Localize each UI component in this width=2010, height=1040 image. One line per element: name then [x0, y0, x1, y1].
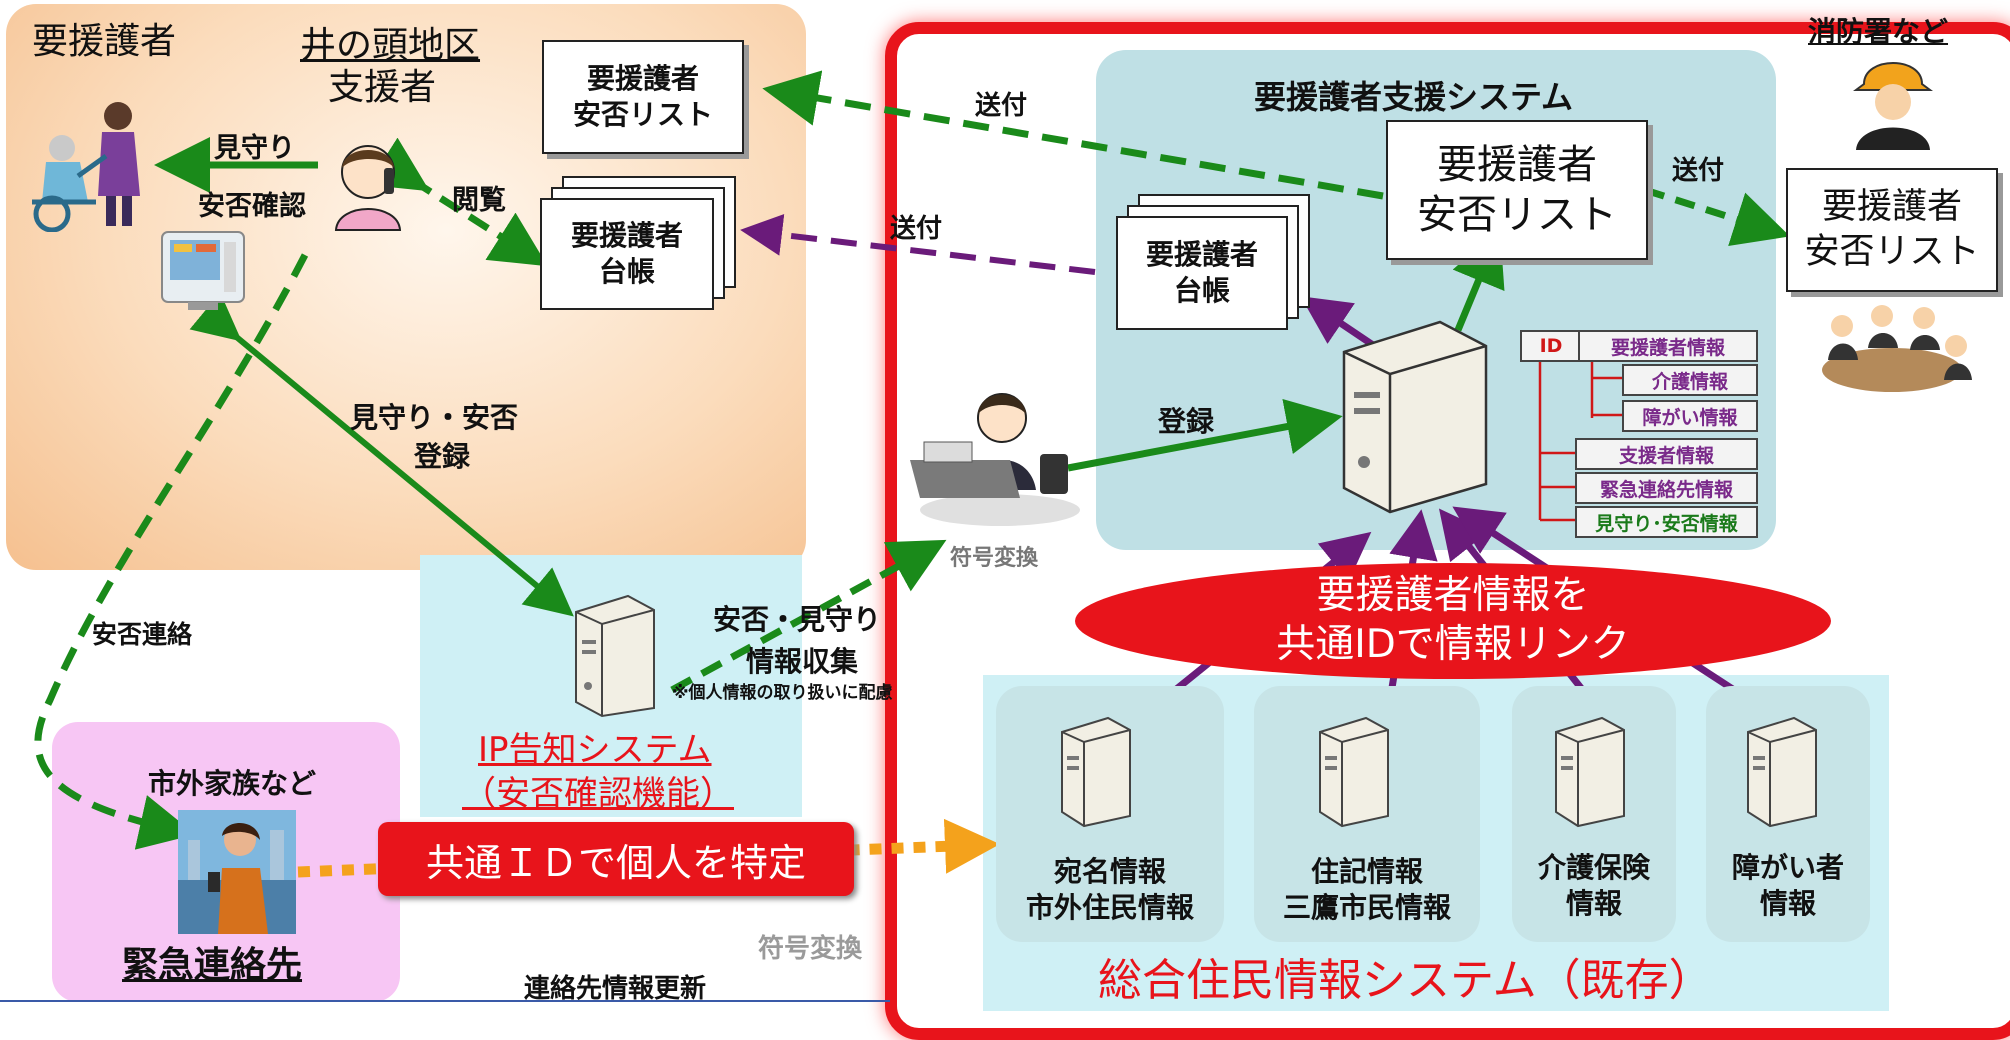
- touroku-left-label: 登録: [414, 440, 471, 473]
- resident-server-label-3: 介護保険 情報: [1512, 850, 1676, 923]
- resident-server-3-line2: 情報: [1565, 887, 1622, 921]
- common-id-banner: 共通ＩＤで個人を特定: [378, 822, 854, 896]
- resident-server-1-line2: 市外住民情報: [1025, 891, 1194, 925]
- family-label: 市外家族など: [148, 767, 317, 800]
- left-anpi-list-line1: 要援護者: [586, 61, 699, 95]
- resident-server-icon-1: [1061, 716, 1131, 828]
- resident-server-label-2: 住記情報 三鷹市民情報: [1254, 854, 1480, 927]
- resident-server-2-line2: 三鷹市民情報: [1282, 891, 1451, 925]
- left-ledger-doc: 要援護者 台帳: [540, 176, 740, 316]
- resident-server-2-line1: 住記情報: [1310, 855, 1423, 888]
- tree-item-5: 見守り･安否情報: [1575, 506, 1758, 538]
- district-title: 井の頭地区: [300, 25, 481, 66]
- resident-server-label-1: 宛名情報 市外住民情報: [996, 854, 1224, 927]
- server-to-list-arrow: [1452, 228, 1505, 332]
- left-ledger-line2: 台帳: [598, 255, 655, 288]
- meeting-people-icon: [1822, 305, 1972, 392]
- fire-anpi-list-line2: 安否リスト: [1804, 232, 1980, 272]
- sofu-left-arrow: [762, 70, 1384, 200]
- renrakusaki-koushin: 連絡先情報更新: [524, 974, 707, 1004]
- center-ledger-line1: 要援護者: [1145, 237, 1258, 271]
- resident-server-icon-3: [1555, 716, 1625, 828]
- supporter-phone-icon: [334, 145, 402, 231]
- left-anpi-list-doc: 要援護者 安否リスト: [542, 40, 744, 154]
- center-ledger-doc: 要援護者 台帳: [1116, 194, 1316, 344]
- sofu-right-arrow: [1643, 186, 1791, 247]
- left-anpi-list-line2: 安否リスト: [572, 98, 713, 131]
- link-oval-line2: 共通IDで情報リンク: [1276, 622, 1630, 667]
- ip-system-name-line1: IP告知システム: [478, 730, 712, 770]
- family-person-photo-icon: [178, 810, 296, 934]
- ip-server-icon: [575, 594, 655, 718]
- fugou-henkan-top: 符号変換: [950, 546, 1039, 571]
- fire-dept-title: 消防署など: [1808, 15, 1949, 48]
- etsuran-label: 閲覧: [452, 185, 506, 216]
- link-oval-line1: 要援護者情報を: [1316, 573, 1590, 619]
- office-worker-icon: [910, 393, 1080, 526]
- tree-item-3: 支援者情報: [1575, 438, 1758, 470]
- id-cell: ID: [1520, 330, 1582, 362]
- privacy-note: ※個人情報の取り扱いに配慮: [672, 683, 893, 703]
- fire-anpi-list-line1: 要援護者: [1821, 186, 1962, 227]
- anpi-renraku-label: 安否連絡: [92, 620, 193, 649]
- tree-item-1: 介護情報: [1622, 364, 1758, 396]
- bottom-rule: [0, 1000, 890, 1002]
- central-server-icon: [1342, 320, 1488, 514]
- resident-server-icon-2: [1319, 716, 1389, 828]
- mimamori-label: 見守り: [214, 133, 295, 164]
- resident-server-1-line1: 宛名情報: [1053, 855, 1166, 888]
- collect-line2: 情報収集: [746, 645, 859, 678]
- common-id-text: 共通ＩＤで個人を特定: [425, 840, 806, 885]
- resident-server-4-line1: 障がい者: [1731, 851, 1844, 884]
- anpi-kakunin-label: 安否確認: [198, 191, 306, 222]
- resident-system-title: 総合住民情報システム（既存）: [1098, 955, 1713, 1006]
- resident-server-label-4: 障がい者 情報: [1706, 850, 1870, 923]
- sofu-purple-arrow: [740, 213, 1096, 275]
- emergency-title: 緊急連絡先: [122, 945, 303, 986]
- sofu-right-label: 送付: [1672, 156, 1725, 186]
- tree-item-2: 障がい情報: [1622, 400, 1758, 432]
- anpi-renraku-arrow: [34, 253, 309, 850]
- touroku-label: 登録: [1158, 405, 1215, 438]
- center-anpi-list-doc: 要援護者 安否リスト: [1386, 120, 1648, 260]
- resident-server-4-line2: 情報: [1759, 887, 1816, 921]
- support-system-title: 要援護者支援システム: [1254, 78, 1574, 116]
- id-tree-lines: [1538, 360, 1622, 522]
- center-ledger-line2: 台帳: [1173, 274, 1230, 307]
- server-to-ledger-arrow: [1300, 296, 1375, 348]
- resident-server-icon-4: [1747, 716, 1817, 828]
- tablet-device-icon: [161, 231, 245, 310]
- collect-arrow: [670, 539, 947, 694]
- ip-system-name-line2: （安否確認機能）: [462, 774, 734, 814]
- firefighter-icon: [1853, 62, 1933, 150]
- etsuran-arrow: [367, 137, 548, 267]
- tree-item-0: 要援護者情報: [1578, 330, 1758, 362]
- youengosha-label: 要援護者: [32, 21, 177, 62]
- center-anpi-list-line2: 安否リスト: [1417, 192, 1617, 238]
- mimamori-touroku-arrow: [189, 292, 574, 617]
- sofu-left-label: 送付: [975, 91, 1028, 121]
- sofu-purple-label: 送付: [890, 214, 943, 244]
- center-anpi-list-line1: 要援護者: [1437, 142, 1597, 188]
- left-ledger-line1: 要援護者: [570, 218, 683, 252]
- mimamori-anpi-label: 見守り・安否: [350, 401, 519, 434]
- district-sub: 支援者: [328, 67, 437, 108]
- fire-anpi-list-doc: 要援護者 安否リスト: [1786, 168, 1998, 292]
- touroku-arrow: [1067, 398, 1343, 472]
- link-oval: 要援護者情報を 共通IDで情報リンク: [1075, 563, 1831, 679]
- collect-line1: 安否・見守り: [713, 603, 882, 636]
- resident-server-3-line1: 介護保険: [1537, 851, 1650, 884]
- tree-item-4: 緊急連絡先情報: [1575, 472, 1758, 504]
- fugou-henkan-bottom: 符号変換: [758, 934, 863, 964]
- elderly-caregiver-icon: [32, 102, 140, 232]
